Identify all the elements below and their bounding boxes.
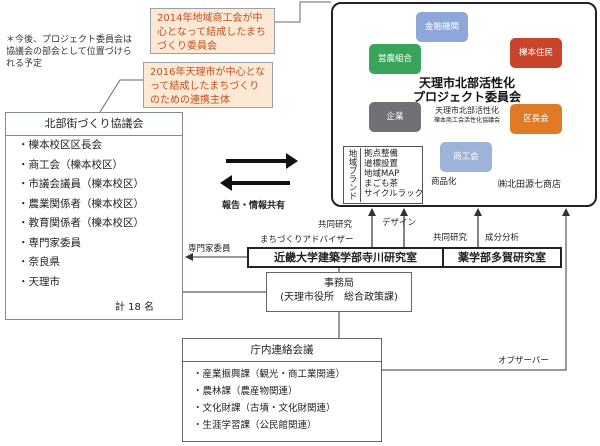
component-analysis-label: 成分分析 — [485, 233, 520, 243]
committee-title-line1: 天理市北部活性化 — [418, 76, 515, 90]
observer-label: オブザーバー — [498, 356, 549, 366]
committee-title-line2: プロジェクト委員会 — [412, 90, 521, 104]
secretariat-box: 事務局 (天理市役所 総合政策課) — [266, 272, 412, 312]
exchange-label: 報告・情報共有 — [222, 201, 286, 211]
agency-liaison-box: 庁内連絡会議 ・産業振興課（観光・商工業関連） ・農林課（農産物関連） ・文化財… — [182, 338, 382, 442]
list-item: ・農林課（農産物関連） — [193, 386, 298, 397]
list-item: ・専門家委員 — [18, 236, 81, 249]
secretariat-subtitle: (天理市役所 総合政策課) — [280, 292, 398, 303]
regional-brand-box: 地域ブランド 拠点整備 道標設置 地域MAP まごも茶 サイクルラック — [343, 146, 423, 204]
member-commerce: 商工会 — [440, 142, 492, 172]
list-item: ・農業関係者（櫟本校区） — [18, 197, 144, 210]
council-box: 北部街づくり協議会 ・櫟本校区区長会 ・商工会（櫟本校区） ・市議会議員（櫟本校… — [5, 112, 183, 320]
list-item: ・櫟本校区区長会 — [18, 139, 102, 151]
town-advisor-label: まちづくりアドバイザー — [260, 235, 354, 245]
store-label: ㈱北田源七商店 — [498, 180, 562, 190]
council-total: 計 18 名 — [114, 302, 154, 313]
committee-box: 金融機関 櫟本住民 営農組合 企業 区長会 商工会 天理市北部活性化 プロジェク… — [331, 2, 597, 207]
brand-vertical-label: 地域ブランド — [347, 149, 357, 200]
committee-sub-line1: 天理市北部活性化 — [435, 106, 499, 115]
list-item: ・商工会（櫟本校区） — [18, 158, 123, 171]
base-item: まごも茶 — [364, 179, 399, 189]
base-item: 地域MAP — [364, 169, 400, 179]
member-residents: 櫟本住民 — [510, 38, 562, 68]
list-item: ・生涯学習課（公民館関連） — [193, 420, 317, 431]
list-item: ・市議会議員（櫟本校区） — [18, 178, 144, 190]
note-asterisk: ＊今後、プロジェクト委員会は協議会の部会として位置づけられる予定 — [6, 35, 133, 69]
secretariat-title: 事務局 — [324, 278, 354, 289]
kindai-lab-box: 近畿大学建築学部寺川研究室 — [247, 247, 444, 268]
committee-sub-line2: 櫟本商工会活性化協議会 — [433, 117, 500, 124]
note-2014: 2014年地域商工会が中心となって結成したまちづくり委員会 — [150, 8, 275, 54]
base-item: 拠点整備 — [364, 149, 399, 159]
member-company: 企業 — [369, 102, 421, 132]
design-label: デザイン — [382, 218, 417, 228]
base-item: 道標設置 — [364, 159, 399, 169]
list-item: ・文化財課（古墳・文化財関連） — [193, 403, 336, 414]
callout-2014-line — [275, 1, 331, 23]
base-item: サイクルラック — [364, 189, 424, 199]
agency-title: 庁内連絡会議 — [183, 339, 381, 362]
agency-list: ・産業振興課（観光・商工業関連） ・農林課（農産物関連） ・文化財課（古墳・文化… — [183, 366, 381, 434]
joint-research-top-label: 共同研究 — [318, 220, 353, 230]
callout-2016-line — [99, 79, 143, 113]
member-farm-coop: 営農組合 — [369, 44, 421, 74]
member-district-head: 区長会 — [510, 104, 562, 134]
commercialization-label: 商品化 — [431, 177, 457, 187]
joint-research-right-label: 共同研究 — [433, 233, 468, 243]
list-item: ・奈良県 — [18, 256, 60, 268]
list-item: ・産業振興課（観光・商工業関連） — [193, 369, 346, 380]
council-title: 北部街づくり協議会 — [6, 113, 182, 136]
council-member-list: ・櫟本校区区長会 ・商工会（櫟本校区） ・市議会議員（櫟本校区） ・農業関係者（… — [6, 136, 182, 292]
list-item: ・天理市 — [18, 275, 60, 288]
note-2016: 2016年天理市が中心となって結成したまちづくりのための連携主体 — [143, 62, 273, 108]
member-finance: 金融機関 — [416, 12, 468, 42]
specialist-member-label: 専門家委員 — [188, 244, 231, 254]
pharma-lab-box: 薬学部多賀研究室 — [442, 247, 562, 268]
list-item: ・教育関係者（櫟本校区） — [18, 217, 144, 229]
